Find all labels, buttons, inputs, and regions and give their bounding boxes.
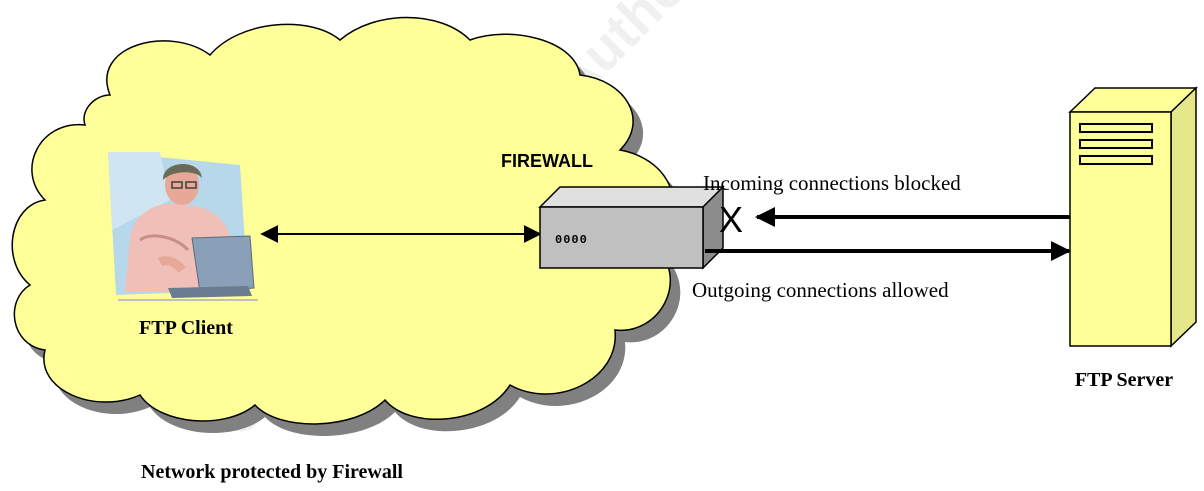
ftp-client-icon xyxy=(108,152,258,301)
ftp-client-label: FTP Client xyxy=(139,317,233,339)
network-caption: Network protected by Firewall xyxy=(141,461,403,483)
ftp-server-icon xyxy=(1068,86,1198,348)
incoming-label: Incoming connections blocked xyxy=(703,171,961,195)
blocked-x-marker: X xyxy=(719,199,743,240)
firewall-device xyxy=(538,185,725,270)
outgoing-label: Outgoing connections allowed xyxy=(692,278,949,302)
ftp-server-label: FTP Server xyxy=(1075,369,1173,391)
firewall-label: FIREWALL xyxy=(501,151,593,171)
firewall-panel-lights: 0000 xyxy=(555,233,588,247)
